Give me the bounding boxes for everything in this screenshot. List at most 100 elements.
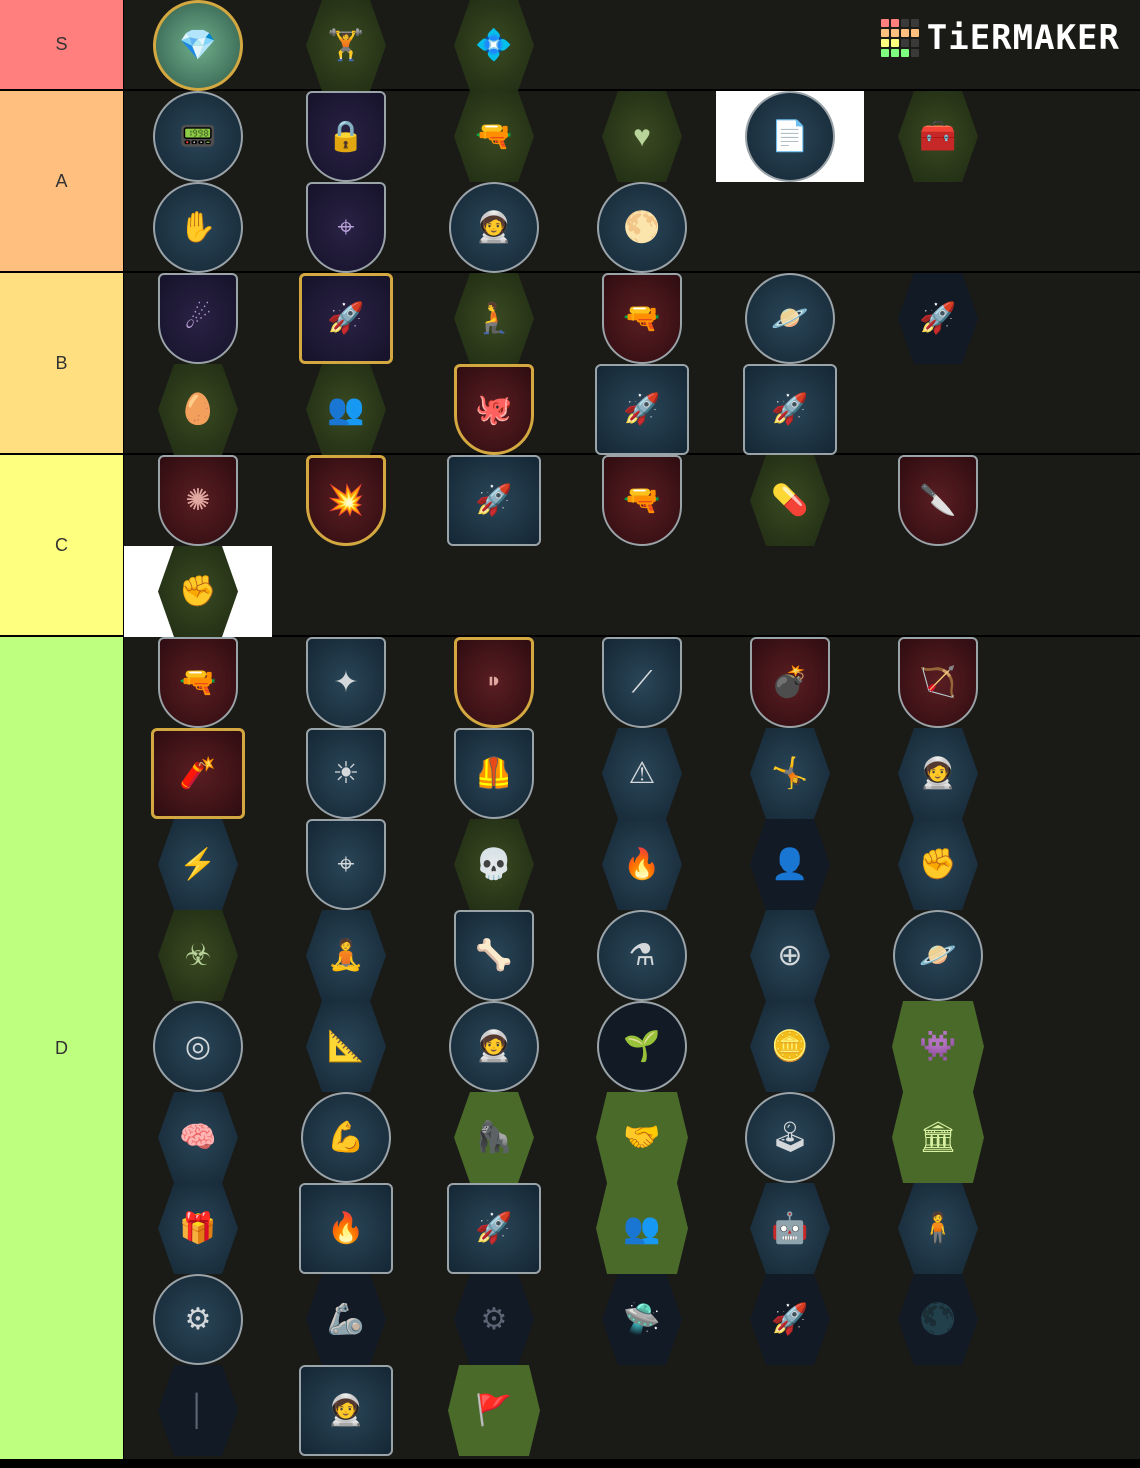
tier-item[interactable]: 🎁 [124,1183,272,1274]
tier-item[interactable]: 🌱 [568,1001,716,1092]
tier-item[interactable]: 🐙 [420,364,568,455]
tier-item[interactable]: 🔪 [864,455,1012,546]
tier-item[interactable]: ⚠ [568,728,716,819]
tier-item[interactable]: 💣 [716,637,864,728]
tier-item[interactable]: 🧑‍🚀 [420,182,568,273]
tier-items[interactable]: 💎🏋💠 TiERMAKER [124,0,1140,91]
tier-items[interactable]: ☄🚀🧎🔫🪐🚀🥚👥🐙🚀🚀 [124,273,1140,455]
tier-item[interactable]: 🚀 [716,364,864,455]
tier-item[interactable]: ✦ [272,637,420,728]
tier-item[interactable]: 🧑‍🚀 [864,728,1012,819]
tier-item[interactable]: 🏛 [864,1092,1012,1183]
tier-item[interactable]: 🔒 [272,91,420,182]
tier-item[interactable]: 🚀 [272,273,420,364]
tier-item[interactable]: 💊 [716,455,864,546]
tier-item[interactable]: 🦺 [420,728,568,819]
tier-item[interactable]: ♥ [568,91,716,182]
tier-item[interactable]: 🔥 [272,1183,420,1274]
tier-items[interactable]: 🔫✦⁍⟋💣🏹🧨☀🦺⚠🤸🧑‍🚀⚡⌖💀🔥👤✊☣🧘🦴⚗⊕🪐◎📐🧑‍🚀🌱🪙👾🧠💪🦍🤝🕹🏛… [124,637,1140,1459]
bow-arrow-icon: 🏹 [898,637,978,728]
tier-label[interactable]: C [0,455,124,635]
tier-item[interactable]: 🧎 [420,273,568,364]
tier-item[interactable]: 🪐 [864,910,1012,1001]
tier-item[interactable]: 🚀 [420,1183,568,1274]
tier-item[interactable]: 🚀 [864,273,1012,364]
tier-item[interactable]: 📄 [716,91,864,182]
tier-item[interactable]: ✊ [864,819,1012,910]
tier-item[interactable]: 📟 [124,91,272,182]
tier-item[interactable]: │ [124,1365,272,1456]
tier-item[interactable]: ⌖ [272,182,420,273]
thruster-engine-icon: 🔥 [299,1183,393,1274]
tier-item[interactable]: 👾 [864,1001,1012,1092]
tier-item[interactable]: ⁍ [420,637,568,728]
tier-label[interactable]: D [0,637,124,1459]
tier-item[interactable]: 👥 [272,364,420,455]
tier-item[interactable]: 💠 [420,0,568,91]
tier-item[interactable]: 💎 [124,0,272,91]
tier-item[interactable]: ☀ [272,728,420,819]
tier-item[interactable]: ⌖ [272,819,420,910]
planet-ring-icon: 🪐 [893,910,983,1001]
tier-item[interactable]: 🚀 [568,364,716,455]
tier-item[interactable]: ☄ [124,273,272,364]
tier-item[interactable]: 🔫 [124,637,272,728]
tier-item[interactable]: 💥 [272,455,420,546]
tier-item[interactable]: ☣ [124,910,272,1001]
tier-items[interactable]: ✺💥🚀🔫💊🔪 ✊ [124,455,1140,637]
tier-item[interactable]: 🧍 [864,1183,1012,1274]
tier-item[interactable]: ⟋ [568,637,716,728]
tier-item[interactable]: 🧘 [272,910,420,1001]
tier-item[interactable]: 🧠 [124,1092,272,1183]
tier-item[interactable]: 🔫 [568,455,716,546]
tier-item[interactable]: ✊ [124,546,272,637]
tiermaker-logo[interactable]: TiERMAKER [880,18,1120,58]
tier-item[interactable]: 🚀 [420,455,568,546]
tier-item[interactable]: ✺ [124,455,272,546]
tier-item[interactable]: ⊕ [716,910,864,1001]
tier-label[interactable]: B [0,273,124,453]
compass-gear-icon: ⚙ [153,1274,243,1365]
tier-item[interactable]: 🔥 [568,819,716,910]
tier-label[interactable]: A [0,91,124,271]
tier-item[interactable]: ⚙ [124,1274,272,1365]
tier-item[interactable]: 🧨 [124,728,272,819]
tier-item[interactable]: 💪 [272,1092,420,1183]
tier-item[interactable]: 🤸 [716,728,864,819]
tier-item[interactable]: 🧑‍🚀 [272,1365,420,1456]
tier-items[interactable]: 📟🔒🔫 ♥ 📄🧰 ✋⌖🧑‍🚀🌕 [124,91,1140,273]
tier-item[interactable]: 🔫 [568,273,716,364]
tier-item[interactable]: 🧑‍🚀 [420,1001,568,1092]
tier-item[interactable]: 🏋 [272,0,420,91]
tier-item[interactable]: 💀 [420,819,568,910]
tier-item[interactable]: ⚡ [124,819,272,910]
tier-item[interactable]: 🤝 [568,1092,716,1183]
tier-item[interactable]: 🦴 [420,910,568,1001]
tier-label[interactable]: S [0,0,124,89]
tier-item[interactable]: 🚀 [716,1274,864,1365]
tier-item[interactable]: 🏹 [864,637,1012,728]
tier-item[interactable]: 🪙 [716,1001,864,1092]
tier-item[interactable]: ◎ [124,1001,272,1092]
tier-item[interactable]: 📐 [272,1001,420,1092]
tier-item[interactable]: 🪐 [716,273,864,364]
tier-item[interactable]: 🛸 [568,1274,716,1365]
tier-item[interactable]: 🦾 [272,1274,420,1365]
tier-row-s: S💎🏋💠 TiERMAKER [0,0,1140,91]
tier-item[interactable]: 🕹 [716,1092,864,1183]
tier-item[interactable]: 👤 [716,819,864,910]
tier-item[interactable]: 🔫 [420,91,568,182]
tier-item[interactable]: 🌑 [864,1274,1012,1365]
tier-item[interactable]: 👥 [568,1183,716,1274]
heart-plus-icon: ♥ [602,91,682,182]
tier-item[interactable]: 🥚 [124,364,272,455]
tier-item[interactable]: 🦍 [420,1092,568,1183]
tier-item[interactable]: 🧰 [864,91,1012,182]
tier-item[interactable]: ⚗ [568,910,716,1001]
tier-item[interactable]: ✋ [124,182,272,273]
tier-row-c: C✺💥🚀🔫💊🔪 ✊ [0,455,1140,637]
tier-item[interactable]: 🚩 [420,1365,568,1456]
tier-item[interactable]: 🤖 [716,1183,864,1274]
tier-item[interactable]: ⚙ [420,1274,568,1365]
tier-item[interactable]: 🌕 [568,182,716,273]
